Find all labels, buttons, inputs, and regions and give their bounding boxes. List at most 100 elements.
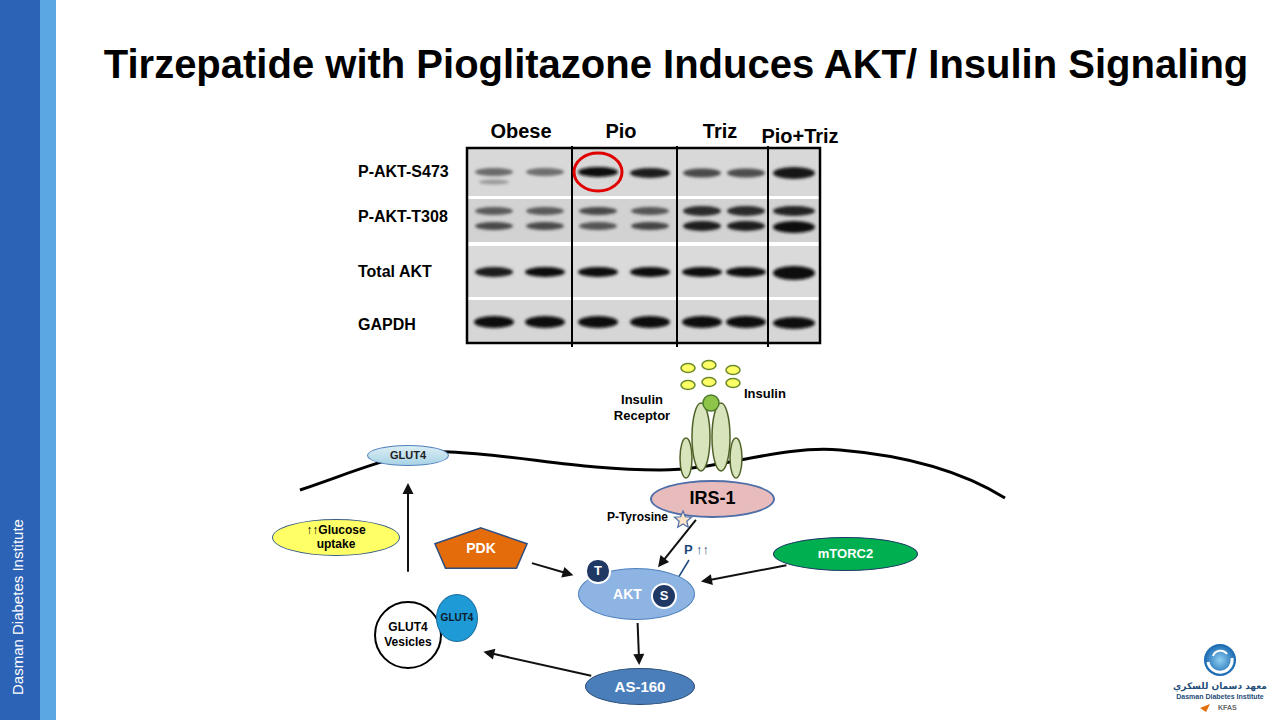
logo-text: KFAS: [1218, 704, 1237, 712]
node-text: Insulin Receptor: [600, 392, 684, 423]
ellipse-shape: [682, 267, 722, 277]
connector-line: [638, 623, 639, 656]
node-text: ↑↑Glucose uptake: [301, 524, 371, 550]
ellipse-shape: [525, 316, 565, 328]
lane-heading: Obese: [490, 119, 551, 143]
bound-ligand: [703, 395, 719, 411]
side-stripe: [40, 0, 56, 720]
row-label: P-AKT-T308: [358, 207, 448, 226]
ellipse-shape: [681, 381, 695, 390]
lane-heading: Pio: [605, 119, 636, 143]
ellipse-shape: [727, 169, 765, 178]
complex-ellipse: mTORC2: [773, 537, 918, 571]
ellipse-shape: [526, 222, 564, 230]
ellipse-shape: [475, 267, 513, 277]
ellipse-shape: [681, 364, 695, 373]
ligand-label: Insulin: [744, 386, 786, 402]
phospho-label: P ↑↑: [684, 542, 709, 558]
ellipse-shape: [773, 167, 815, 179]
ellipse-shape: [475, 222, 513, 230]
ellipse-shape: [475, 168, 513, 176]
ellipse-shape: [631, 207, 669, 215]
kinase-pentagon: PDK: [433, 527, 529, 569]
ellipse-shape: [773, 266, 815, 280]
connector-line: [532, 563, 565, 573]
node-text: IRS-1: [689, 488, 735, 510]
ligand-dots: [681, 361, 740, 390]
highlight-circle: [574, 153, 622, 191]
ellipse-shape: [630, 316, 670, 328]
path-shape: [1213, 651, 1227, 656]
ellipse-shape: [726, 379, 740, 388]
ellipse-shape: [578, 316, 618, 328]
path-shape: [1208, 658, 1232, 672]
receptor-subunit: [712, 403, 730, 471]
receptor-subunit: [730, 438, 742, 478]
arrow-head: [658, 555, 669, 567]
connector-line: [492, 654, 591, 676]
ellipse-shape: [578, 267, 618, 277]
institute-logo: [1200, 644, 1236, 712]
site-circle: T: [585, 558, 610, 583]
arrow-connector: [483, 649, 591, 676]
ellipse-shape: [726, 316, 766, 328]
arrow-connector: [701, 565, 786, 585]
node-text: AS-160: [615, 678, 666, 696]
node-text: GLUT4: [441, 612, 474, 624]
ellipse-shape: [726, 267, 766, 277]
substrate-ellipse: AS-160: [585, 668, 695, 705]
side-caption: Dasman Diabetes Institute: [9, 519, 27, 695]
outcome-ellipse: ↑↑Glucose uptake: [272, 519, 400, 556]
lane-divider: [767, 146, 769, 347]
ellipse-shape: [682, 316, 722, 328]
arrow-head: [633, 654, 644, 665]
ellipse-shape: [702, 361, 716, 370]
ellipse-shape: [727, 221, 765, 231]
connector-line: [407, 492, 409, 572]
circle-shape: [1204, 644, 1236, 676]
arrow-head: [701, 574, 713, 585]
arrow-connector: [403, 483, 414, 572]
arrow-connector: [532, 563, 574, 577]
cell-membrane: [300, 449, 1005, 498]
node-text: AKT: [613, 586, 642, 603]
substrate-ellipse: IRS-1: [650, 480, 775, 518]
arrow-connector: [633, 623, 644, 665]
site-circle: S: [651, 583, 677, 609]
pentagon-shape: [435, 528, 527, 568]
ellipse-shape: [683, 221, 721, 231]
node-text: S: [660, 588, 669, 604]
vesicle-circle: GLUT4 Vesicles: [374, 601, 442, 669]
ellipse-shape: [475, 207, 513, 215]
lane-divider: [676, 146, 678, 347]
ellipse-shape: [727, 206, 765, 216]
ellipse-shape: [773, 206, 815, 216]
lane-heading: Pio+Triz: [761, 124, 838, 148]
site-label: P-Tyrosine: [607, 510, 668, 524]
star-shape: [674, 511, 691, 527]
row-label: P-AKT-S473: [358, 162, 449, 181]
connector-line: [710, 565, 787, 580]
logo-text: معهد دسمان للسكري: [1173, 681, 1267, 692]
lane-heading: Triz: [703, 119, 737, 143]
ellipse-shape: [526, 207, 564, 215]
receptor-subunit: [680, 438, 692, 478]
logo-text: Dasman Diabetes Institute: [1176, 693, 1264, 701]
receptor-subunit: [692, 403, 710, 471]
ellipse-shape: [630, 267, 670, 277]
lane-divider: [571, 146, 573, 347]
receptor-node: Insulin Receptor: [600, 390, 750, 482]
ellipse-shape: [683, 169, 721, 178]
membrane-transporter: GLUT4: [367, 445, 449, 466]
ellipse-shape: [702, 378, 716, 387]
ellipse-shape: [579, 222, 617, 230]
node-text: GLUT4: [390, 449, 426, 462]
vesicle-protein: GLUT4: [436, 594, 478, 642]
side-bar: [0, 0, 40, 720]
ellipse-shape: [630, 168, 670, 178]
kinase-body: AKTTS: [578, 568, 695, 620]
node-text: T: [594, 563, 602, 579]
node-text: mTORC2: [818, 546, 873, 562]
